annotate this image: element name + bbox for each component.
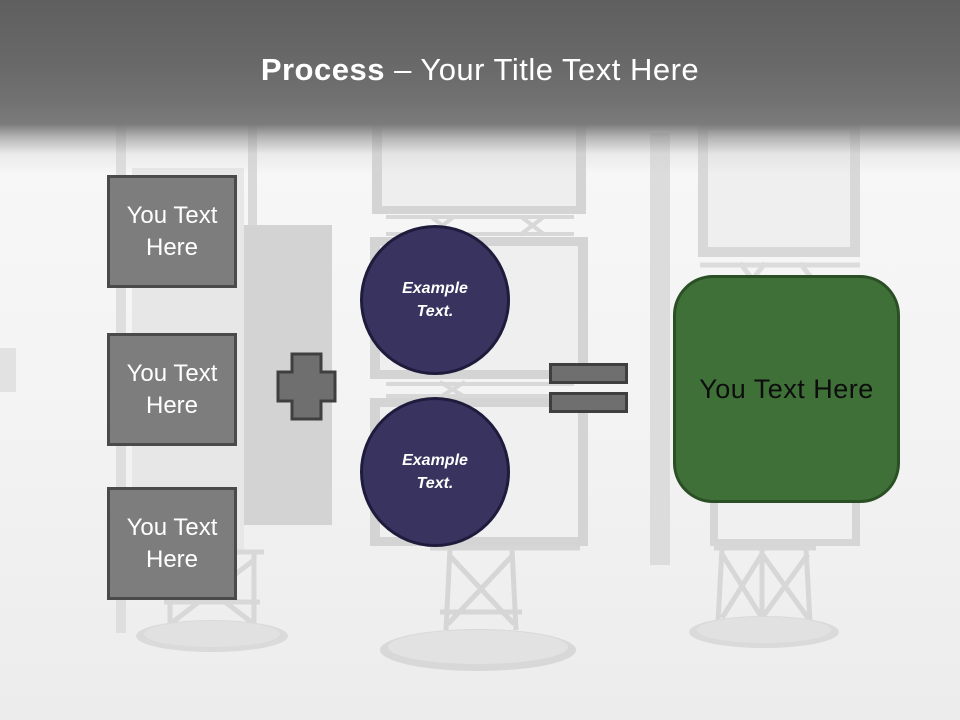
equals-bar-bottom: [549, 392, 628, 413]
circle-label-line2: Text.: [416, 303, 454, 320]
circle-label-line1: Example: [402, 279, 468, 297]
plus-icon: [276, 352, 337, 421]
step-box-label: You Text Here: [126, 201, 218, 261]
equals-bar-top: [549, 363, 628, 384]
step-box-3[interactable]: You Text Here: [107, 487, 237, 600]
circle-label-line2: Text.: [416, 475, 454, 492]
step-box-label: You Text Here: [126, 513, 218, 573]
step-box-1[interactable]: You Text Here: [107, 175, 237, 288]
title-subtitle: – Your Title Text Here: [384, 52, 700, 87]
result-box-label: You Text Here: [699, 373, 874, 404]
example-circle-2[interactable]: Example Text.: [360, 397, 510, 547]
step-box-label: You Text Here: [126, 359, 218, 419]
example-circle-1[interactable]: Example Text.: [360, 225, 510, 375]
result-box[interactable]: You Text Here: [673, 275, 900, 503]
title-keyword: Process: [260, 52, 385, 87]
step-box-2[interactable]: You Text Here: [107, 333, 237, 446]
equals-icon: [549, 363, 628, 413]
circle-label-line1: Example: [402, 451, 468, 469]
slide-title: Process – Your Title Text Here: [0, 52, 960, 88]
